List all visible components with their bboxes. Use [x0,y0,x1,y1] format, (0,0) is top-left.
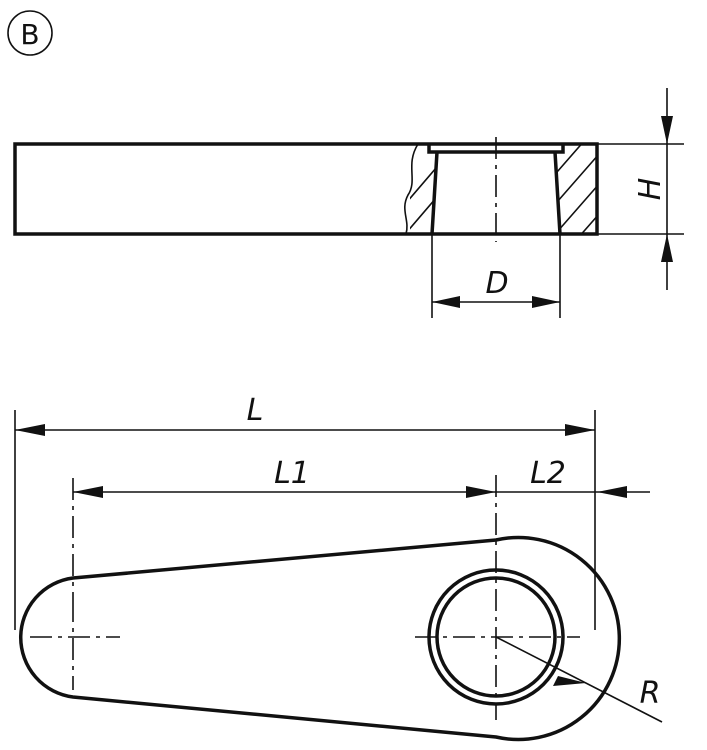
view-label: B [20,18,39,51]
dimension-label-h: H [633,178,668,201]
dimension-d: D [431,234,561,318]
dimension-label-l2: L2 [530,456,566,491]
hatching-right [555,144,597,234]
dimension-label-l: L [247,393,264,428]
break-line [404,143,419,235]
dimension-label-l1: L1 [274,456,310,491]
dimension-label-d: D [485,266,508,301]
dimension-l1: L1 [72,456,497,720]
hatching-left [410,152,437,234]
view-marker: B [7,10,53,56]
side-section-view: H D [13,88,684,318]
dimension-label-r: R [640,676,661,711]
dimension-l2: L2 [496,456,650,498]
dimension-h: H [597,88,684,290]
dimension-r: R [495,636,663,723]
top-view: L L1 L2 R [14,393,663,742]
dimension-l: L [14,393,596,630]
